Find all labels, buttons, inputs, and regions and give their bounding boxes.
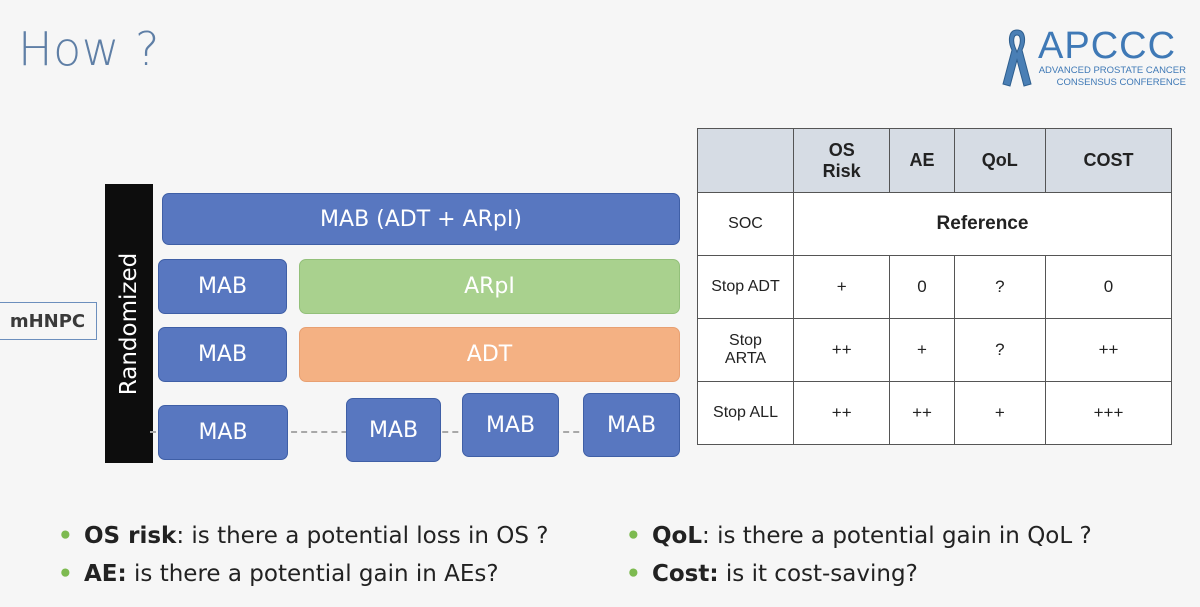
table-cell: ++ (889, 381, 955, 445)
bullet-dot-icon: • (626, 523, 641, 549)
bullet-dot-icon: • (626, 561, 641, 587)
table-cell: ++ (792, 318, 891, 382)
slide-title: How ? (18, 22, 160, 76)
bullet-cost: • Cost: is it cost-saving? (626, 561, 1092, 599)
row-label-soc: SOC (697, 192, 794, 256)
arm-stop-arta-adt: ADT (299, 327, 680, 382)
bullet-list-right: • QoL: is there a potential gain in QoL ?… (626, 523, 1092, 599)
row-label-line1: Stop (729, 332, 762, 349)
table-cell: + (889, 318, 955, 382)
arm-intermittent-mab-3: MAB (462, 393, 559, 457)
table-row: Stop ALL ++ ++ + +++ (697, 381, 1173, 445)
arm-mab-continuous: MAB (ADT + ARpI) (162, 193, 680, 245)
table-cell: 0 (1044, 255, 1173, 319)
table-row: SOC Reference (697, 192, 1172, 256)
table-header-empty (697, 128, 794, 193)
logo-name: APCCC (1038, 25, 1177, 67)
os-risk-line2: Risk (822, 160, 861, 181)
bullet-term: OS risk (84, 523, 177, 549)
row-label-stop-arta: Stop ARTA (697, 318, 794, 382)
bullet-text: is there a potential gain in AEs? (126, 561, 499, 587)
arm-intermittent-mab-1: MAB (158, 405, 288, 460)
arm-stop-arta-mab: MAB (158, 327, 287, 382)
arm-intermittent-mab-2: MAB (346, 398, 441, 462)
apccc-logo: APCCC ADVANCED PROSTATE CANCER CONSENSUS… (1000, 26, 1190, 90)
population-box: mHNPC (0, 302, 97, 340)
table-cell: ? (953, 255, 1046, 319)
bullet-term: Cost: (652, 561, 719, 587)
randomized-label: Randomized (116, 252, 142, 396)
table-cell: ++ (792, 381, 891, 445)
row-label-stop-all: Stop ALL (697, 381, 794, 445)
bullet-ae: • AE: is there a potential gain in AEs? (58, 561, 549, 599)
arm-stop-adt-arpi: ARpI (299, 259, 680, 314)
bullet-text: : is there a potential gain in QoL ? (702, 523, 1092, 549)
table-header-ae: AE (889, 128, 955, 193)
table-row: Stop ADT + 0 ? 0 (697, 255, 1173, 319)
table-cell: ? (953, 318, 1046, 382)
table-header-qol: QoL (953, 128, 1046, 193)
table-cell: + (953, 381, 1046, 445)
comparison-table: OS Risk AE QoL COST SOC Reference Stop A… (697, 128, 1173, 445)
bullet-qol: • QoL: is there a potential gain in QoL ? (626, 523, 1092, 561)
os-risk-line1: OS (828, 139, 855, 160)
bullet-term: QoL (652, 523, 703, 549)
bullet-text: : is there a potential loss in OS ? (176, 523, 549, 549)
bullet-term: AE: (84, 561, 127, 587)
bullet-list-left: • OS risk: is there a potential loss in O… (58, 523, 549, 599)
bullet-os-risk: • OS risk: is there a potential loss in O… (58, 523, 549, 561)
randomized-bar (105, 184, 153, 463)
arm-stop-adt-mab: MAB (158, 259, 287, 314)
logo-subtitle-line2: CONSENSUS CONFERENCE (1056, 77, 1186, 88)
arm-intermittent-mab-4: MAB (583, 393, 680, 457)
table-cell: 0 (889, 255, 955, 319)
row-label-stop-adt: Stop ADT (697, 255, 794, 319)
table-cell: ++ (1044, 318, 1173, 382)
table-header-row: OS Risk AE QoL COST (697, 128, 1173, 193)
table-cell: +++ (1044, 381, 1173, 445)
bullet-dot-icon: • (58, 561, 73, 587)
bullet-dot-icon: • (58, 523, 73, 549)
row-label-line2: ARTA (724, 350, 767, 367)
table-cell: + (792, 255, 891, 319)
reference-cell: Reference (793, 192, 1172, 256)
bullet-text: is it cost-saving? (718, 561, 918, 587)
logo-subtitle-line1: ADVANCED PROSTATE CANCER (1038, 65, 1186, 76)
table-header-cost: COST (1044, 128, 1173, 193)
awareness-ribbon-icon (1002, 29, 1032, 87)
table-header-os-risk: OS Risk (792, 128, 891, 193)
table-row: Stop ARTA ++ + ? ++ (697, 318, 1173, 382)
